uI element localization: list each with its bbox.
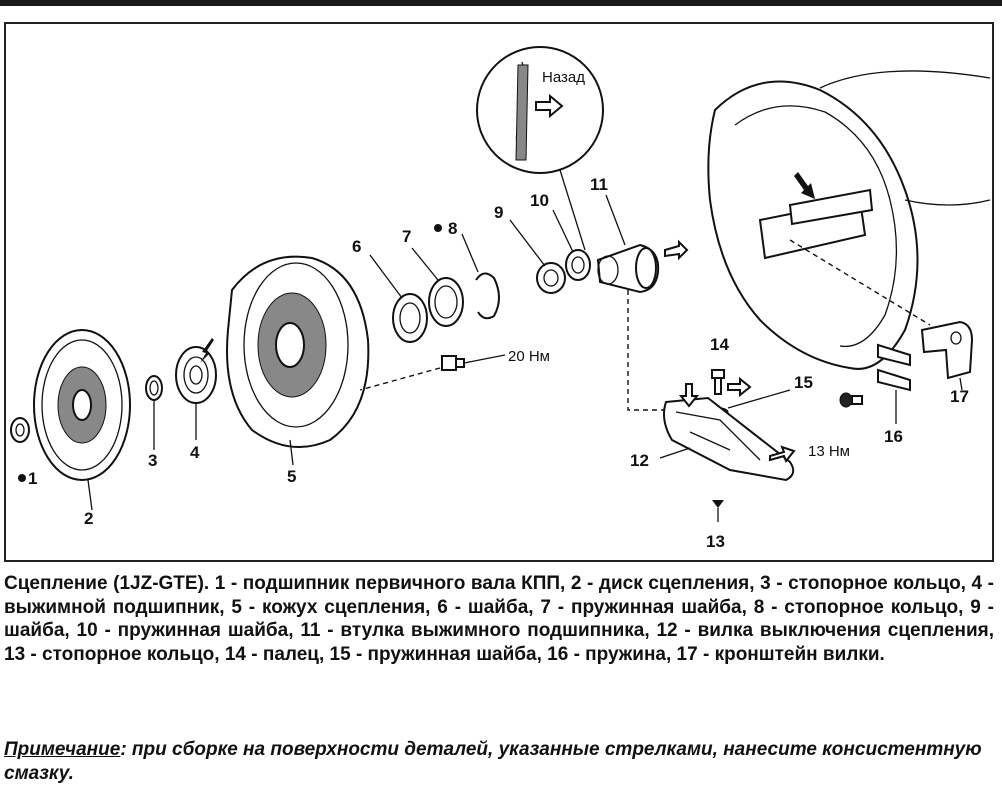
grease-arrow-icon-hub [664, 239, 689, 261]
label-part-17: 17 [950, 387, 969, 406]
label-part-1: 1 [28, 469, 37, 488]
note-text: : при сборке на поверхности деталей, ука… [4, 739, 982, 784]
inset-detail [476, 46, 604, 251]
torque-label-pin: 13 Нм [808, 443, 850, 460]
part-10-spring-washer [552, 209, 591, 281]
hub-fork-guide-line [627, 290, 668, 411]
label-part-3: 3 [148, 451, 157, 470]
torque-label-bolt: 20 Нм [508, 348, 550, 365]
fork-grease-arrow-icon-a [678, 383, 700, 408]
grease-arrow-icon [200, 338, 214, 363]
part-14-pin [711, 369, 752, 398]
part-5-clutch-cover [226, 255, 370, 466]
top-rule [0, 0, 1002, 6]
label-part-7: 7 [402, 227, 411, 246]
label-part-14: 14 [710, 335, 729, 354]
part-8-marker-dot [434, 224, 442, 232]
part-9-washer [509, 219, 566, 294]
part-8-snap-ring [461, 233, 500, 320]
note-label: Примечание [4, 739, 121, 760]
bolt-guide-line [359, 367, 441, 391]
direction-arrow-icon [535, 93, 564, 119]
label-part-12: 12 [630, 451, 649, 470]
label-part-9: 9 [494, 203, 503, 222]
label-part-4: 4 [190, 443, 200, 462]
label-part-2: 2 [84, 509, 93, 528]
part-4-release-bearing [175, 338, 217, 440]
label-part-16: 16 [884, 427, 903, 446]
part-13-bolt [839, 392, 863, 408]
diagram-frame [4, 22, 994, 562]
part-7-spring-washer [411, 247, 464, 327]
label-part-13-bottom: 13 [706, 532, 725, 551]
label-part-15: 15 [794, 373, 813, 392]
fork-grease-arrow-icon-b [769, 445, 796, 463]
part-11-bearing-hub [596, 194, 689, 294]
label-part-5: 5 [287, 467, 296, 486]
part-3-snap-ring [145, 375, 163, 450]
part-12-release-fork [659, 383, 796, 482]
pin-grease-arrow-icon [727, 376, 752, 398]
part-1-pilot-bearing [10, 417, 30, 443]
assembly-note: Примечание: при сборке на поверхности де… [4, 738, 994, 785]
part-17-fork-bracket [920, 320, 974, 391]
inset-direction-label: Назад [542, 69, 585, 86]
figure-caption: Сцепление (1JZ-GTE). 1 - подшипник перви… [4, 573, 994, 665]
label-part-11: 11 [590, 175, 608, 194]
cover-bolt [441, 354, 506, 371]
housing-grease-arrow-icon [794, 172, 815, 199]
label-part-6: 6 [352, 237, 361, 256]
label-part-10: 10 [530, 191, 549, 210]
label-part-8: 8 [448, 219, 457, 238]
part-6-washer [369, 254, 428, 343]
part-13-snap-ring-bottom [712, 500, 724, 522]
part-1-marker-dot [18, 474, 26, 482]
part-2-clutch-disc [33, 329, 131, 511]
part-16-spring [877, 343, 911, 424]
bell-housing [707, 70, 991, 370]
